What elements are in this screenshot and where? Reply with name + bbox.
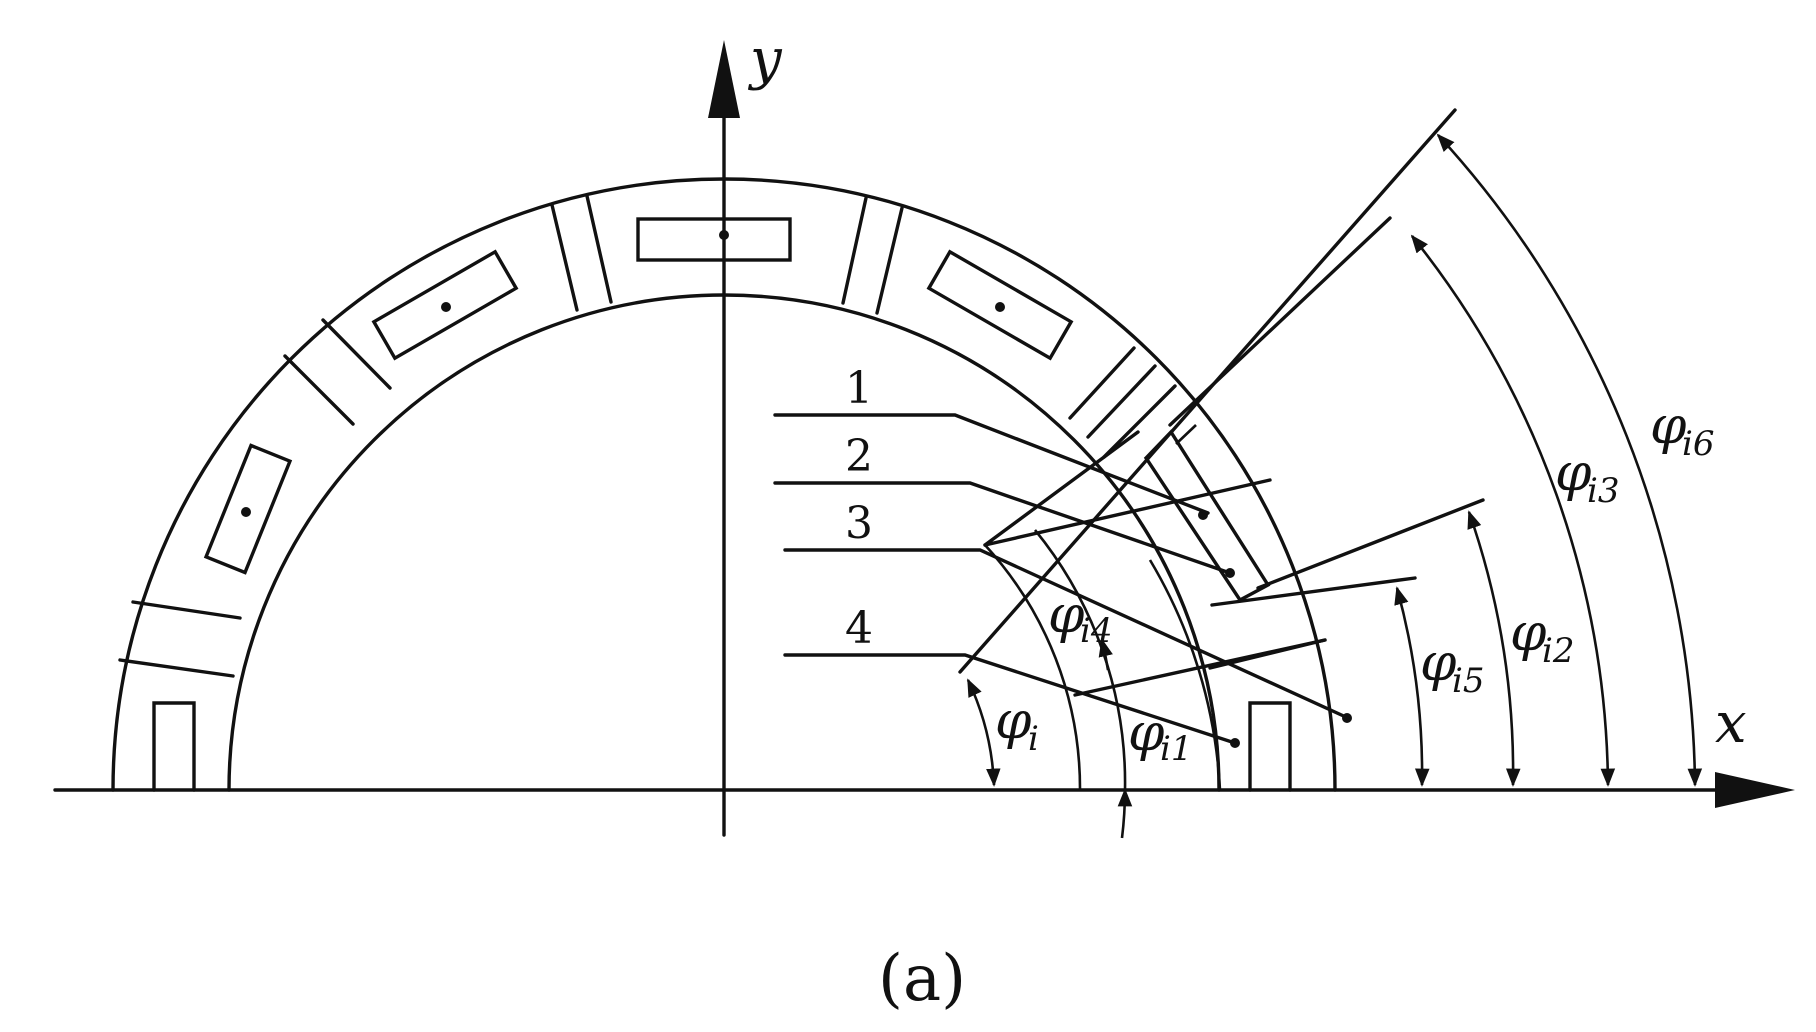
callout-1: 1 — [845, 363, 873, 414]
angle-label-phi-i3: φ i3 — [1555, 443, 1620, 511]
callout-leaders — [773, 413, 1350, 745]
coil-left-bottom — [152, 701, 196, 792]
callout-4: 4 — [845, 603, 873, 654]
svg-text:φ: φ — [1420, 633, 1457, 693]
svg-text:i6: i6 — [1682, 424, 1715, 464]
svg-text:φ: φ — [1048, 585, 1085, 645]
angle-lines — [958, 108, 1485, 697]
svg-text:i1: i1 — [1160, 729, 1193, 769]
y-axis-label: y — [747, 27, 783, 92]
inner-arc — [227, 293, 1221, 792]
slot-dividers — [118, 194, 1177, 678]
coil-left-2 — [371, 249, 519, 361]
svg-text:i5: i5 — [1452, 661, 1485, 701]
svg-text:φ: φ — [1650, 396, 1687, 456]
svg-text:φ: φ — [1510, 603, 1547, 663]
x-axis-arrowhead — [1715, 772, 1795, 808]
coil-left-1 — [203, 443, 293, 575]
y-axis-arrowhead — [708, 40, 740, 118]
callout-3: 3 — [845, 498, 873, 549]
svg-text:i2: i2 — [1542, 631, 1575, 671]
coils — [152, 217, 1292, 792]
figure-caption: (a) — [878, 942, 966, 1016]
coil-top — [636, 217, 792, 262]
svg-text:i: i — [1028, 719, 1039, 759]
x-axis-label: x — [1715, 691, 1747, 756]
outer-arc — [111, 177, 1337, 792]
svg-text:i3: i3 — [1587, 471, 1620, 511]
angle-label-phi-i2: φ i2 — [1510, 603, 1575, 671]
stator-ring — [111, 177, 1337, 792]
svg-text:φ: φ — [1128, 703, 1165, 763]
coordinate-axes — [53, 40, 1795, 837]
svg-text:φ: φ — [1555, 443, 1592, 503]
svg-text:φ: φ — [995, 691, 1032, 751]
coil-right-2 — [926, 249, 1074, 361]
angle-label-phi-i1: φ i1 — [1128, 703, 1193, 769]
angle-label-phi-i6: φ i6 — [1650, 396, 1715, 464]
angle-label-phi-i5: φ i5 — [1420, 633, 1485, 701]
coil-right-bottom — [1248, 701, 1292, 792]
callout-2: 2 — [845, 431, 873, 482]
angle-label-phi-i4: φ i4 — [1048, 585, 1113, 651]
angle-label-phi-i: φ i — [995, 691, 1039, 759]
angle-dimension-arcs — [966, 133, 1703, 839]
svg-text:i4: i4 — [1080, 611, 1113, 651]
